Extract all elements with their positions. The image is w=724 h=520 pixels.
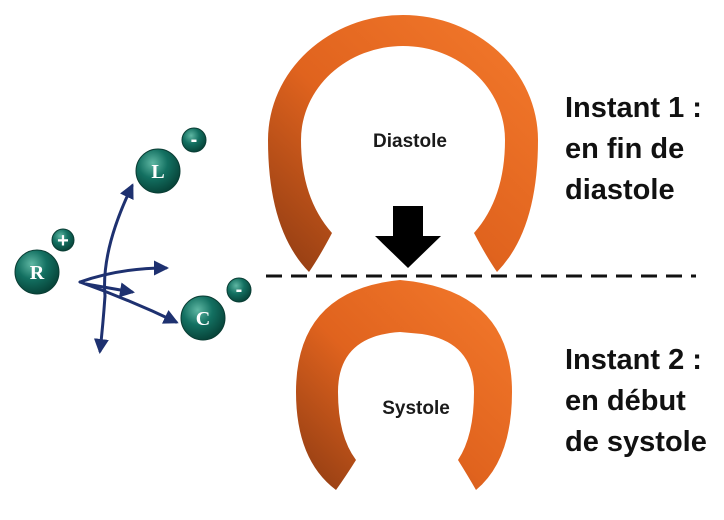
systole-heart-shape [296, 280, 512, 490]
vector-short-right [84, 282, 135, 298]
lead-node-r: R + [14, 228, 75, 295]
instant-2-line-2: en début [565, 385, 686, 417]
diastole-heart-shape [268, 15, 538, 272]
instant-1-line-1: Instant 1 : [565, 92, 702, 124]
lead-sign-c: - [236, 279, 243, 301]
instant-1-caption: Instant 1 : en fin de diastole [565, 88, 702, 211]
ecg-lead-vectors [78, 183, 179, 354]
diastole-label: Diastole [373, 131, 447, 152]
lead-letter-l: L [151, 161, 164, 183]
instant-2-line-1: Instant 2 : [565, 344, 702, 376]
lead-sign-r: + [57, 230, 69, 252]
transition-down-arrow [375, 206, 441, 268]
lead-node-l: L - [135, 127, 207, 194]
vector-right-upper [78, 260, 169, 284]
vector-down [93, 294, 109, 354]
instant-1-line-3: diastole [565, 174, 675, 206]
lead-node-c: C - [180, 277, 252, 341]
instant-2-line-3: de systole [565, 426, 707, 458]
instant-2-caption: Instant 2 : en début de systole [565, 340, 707, 463]
lead-letter-c: C [196, 308, 210, 330]
systole-label: Systole [382, 398, 450, 419]
vector-to-c [78, 280, 179, 324]
vector-to-l [103, 183, 134, 298]
instant-1-line-2: en fin de [565, 133, 685, 165]
lead-letter-r: R [30, 262, 45, 284]
lead-sign-l: - [191, 129, 198, 151]
